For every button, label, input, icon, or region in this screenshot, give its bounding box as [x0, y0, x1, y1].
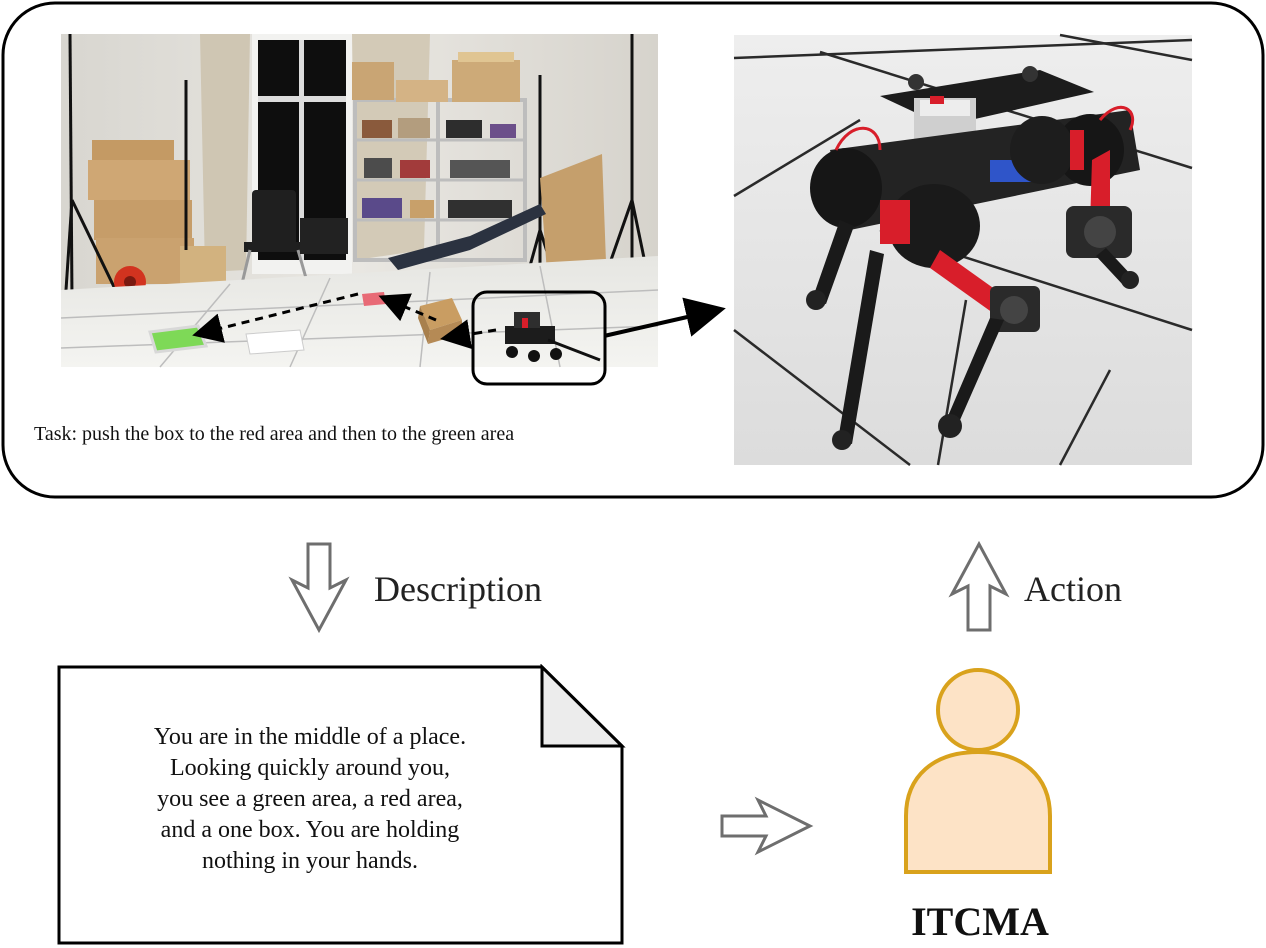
robot-dog — [806, 66, 1140, 450]
action-up-arrow-icon — [948, 540, 1010, 632]
box-stack — [88, 140, 226, 292]
agent-name: ITCMA — [911, 899, 1049, 944]
observation-text: You are in the middle of a place. Lookin… — [120, 722, 500, 877]
chair — [238, 190, 312, 293]
feed-right-arrow-icon — [720, 796, 814, 856]
shelf — [352, 52, 527, 262]
description-down-arrow-icon — [288, 542, 350, 634]
observation-line: You are in the middle of a place. — [153, 724, 467, 750]
action-label: Action — [1024, 569, 1122, 609]
observation-line: Looking quickly around you, — [170, 755, 450, 781]
green-area — [148, 324, 209, 354]
room-photo — [60, 33, 659, 368]
observation-line: nothing in your hands. — [202, 848, 418, 874]
small-robot — [505, 312, 601, 362]
description-label: Description — [374, 569, 542, 609]
red-area — [362, 292, 386, 306]
zoom-arrow — [603, 297, 726, 338]
robot-highlight-box — [471, 290, 607, 386]
observation-line: and a one box. You are holding — [160, 817, 460, 843]
scene-panel — [1, 1, 1265, 499]
robot-photo — [733, 33, 1193, 466]
agent-person-icon — [904, 668, 1052, 874]
task-caption: Task: push the box to the red area and t… — [34, 423, 515, 445]
observation-line: you see a green area, a red area, — [157, 786, 463, 812]
observation-note-shape — [57, 664, 626, 945]
